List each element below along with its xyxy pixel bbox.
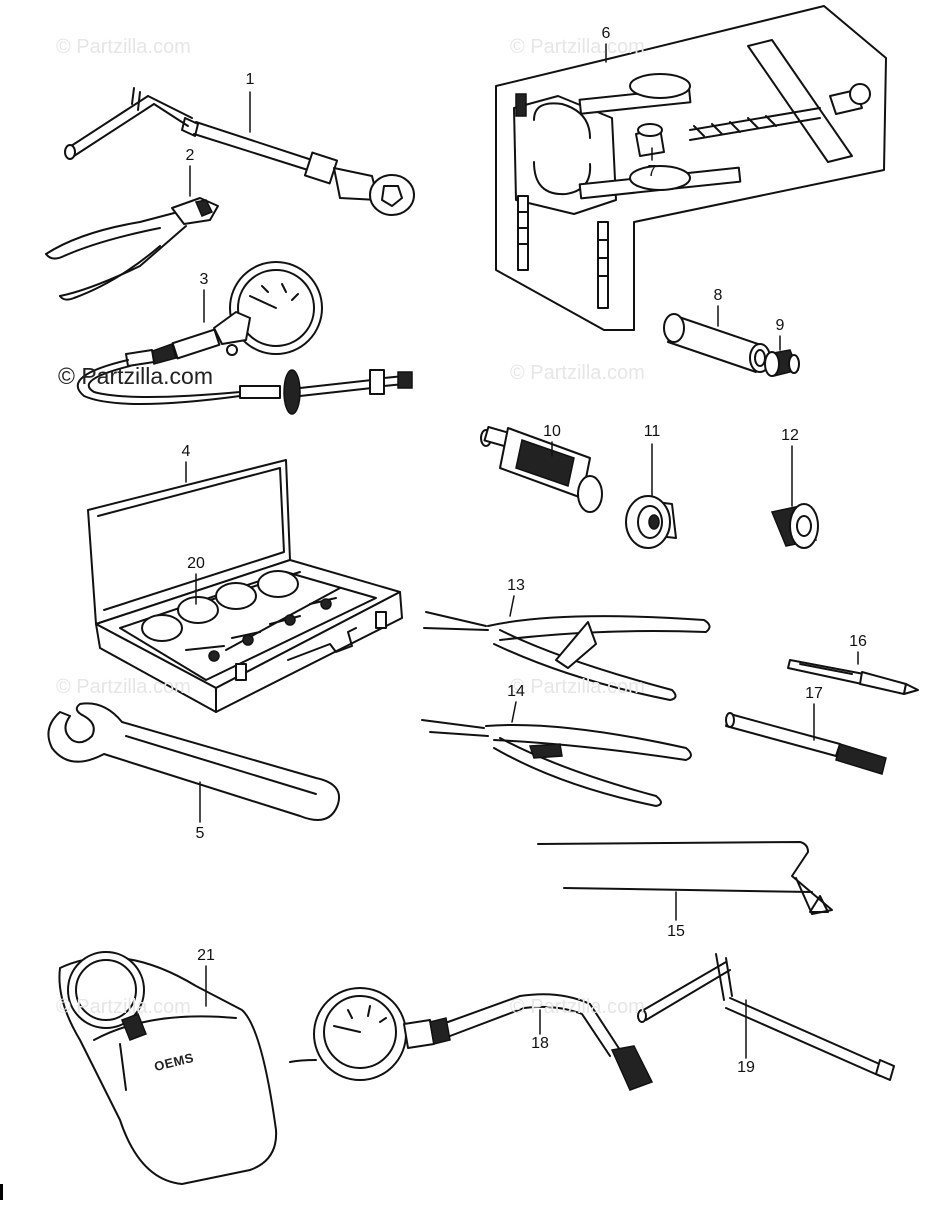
callout-13: 13 [507,577,525,594]
tool-12-knurled-nut [770,503,819,549]
tool-19-t-handle [637,953,895,1081]
tool-16-pin-punch [787,659,919,695]
callout-16: 16 [849,633,867,650]
tool-21-gauge-case [58,951,278,1185]
callout-11: 11 [643,423,661,440]
page-edge-mark [0,1184,3,1200]
callout-3: 3 [199,271,209,288]
watermark: © Partzilla.com [510,676,645,698]
callout-17: 17 [805,685,823,702]
tool-18-pressure-gauge [289,987,654,1091]
tool-6-puller-assembly [495,5,887,331]
callout-2: 2 [185,147,195,164]
watermark: © Partzilla.com [56,36,191,58]
callout-5: 5 [195,825,205,842]
tool-5-hook-wrench [47,702,340,821]
watermark: © Partzilla.com [56,676,191,698]
watermark: © Partzilla.com [510,36,645,58]
callout-19: 19 [737,1059,755,1076]
tool-8-sleeve [663,313,771,373]
tool-17-driver [725,712,887,775]
tool-3-compression-gauge [76,261,413,415]
tool-10-driver [480,425,603,513]
watermark: © Partzilla.com [56,996,191,1018]
callout-1: 1 [245,71,255,88]
callout-12: 12 [781,427,799,444]
callout-21: 21 [197,947,215,964]
tool-15-rod-gauge [537,841,833,915]
tool-1-t-handle-wrench [64,87,415,216]
tool-9-adapter [764,349,800,377]
watermark-strong: © Partzilla.com [58,363,213,389]
callout-4: 4 [181,443,191,460]
callout-7: 7 [647,163,657,180]
watermark: © Partzilla.com [510,996,645,1018]
tool-14-circlip-pliers [421,719,692,807]
watermark: © Partzilla.com [510,362,645,384]
callout-9: 9 [775,317,785,334]
callout-15: 15 [667,923,685,940]
tool-13-circlip-pliers [423,611,711,701]
tool-4-gauge-case [87,459,403,713]
callout-20: 20 [187,555,205,572]
callout-6: 6 [601,25,611,42]
callout-10: 10 [543,423,561,440]
tool-11-bearing-driver [625,495,677,549]
leader-lines [185,43,859,1059]
callout-8: 8 [713,287,723,304]
callout-14: 14 [507,683,525,700]
tool-2-pliers [45,197,219,301]
callout-18: 18 [531,1035,549,1052]
